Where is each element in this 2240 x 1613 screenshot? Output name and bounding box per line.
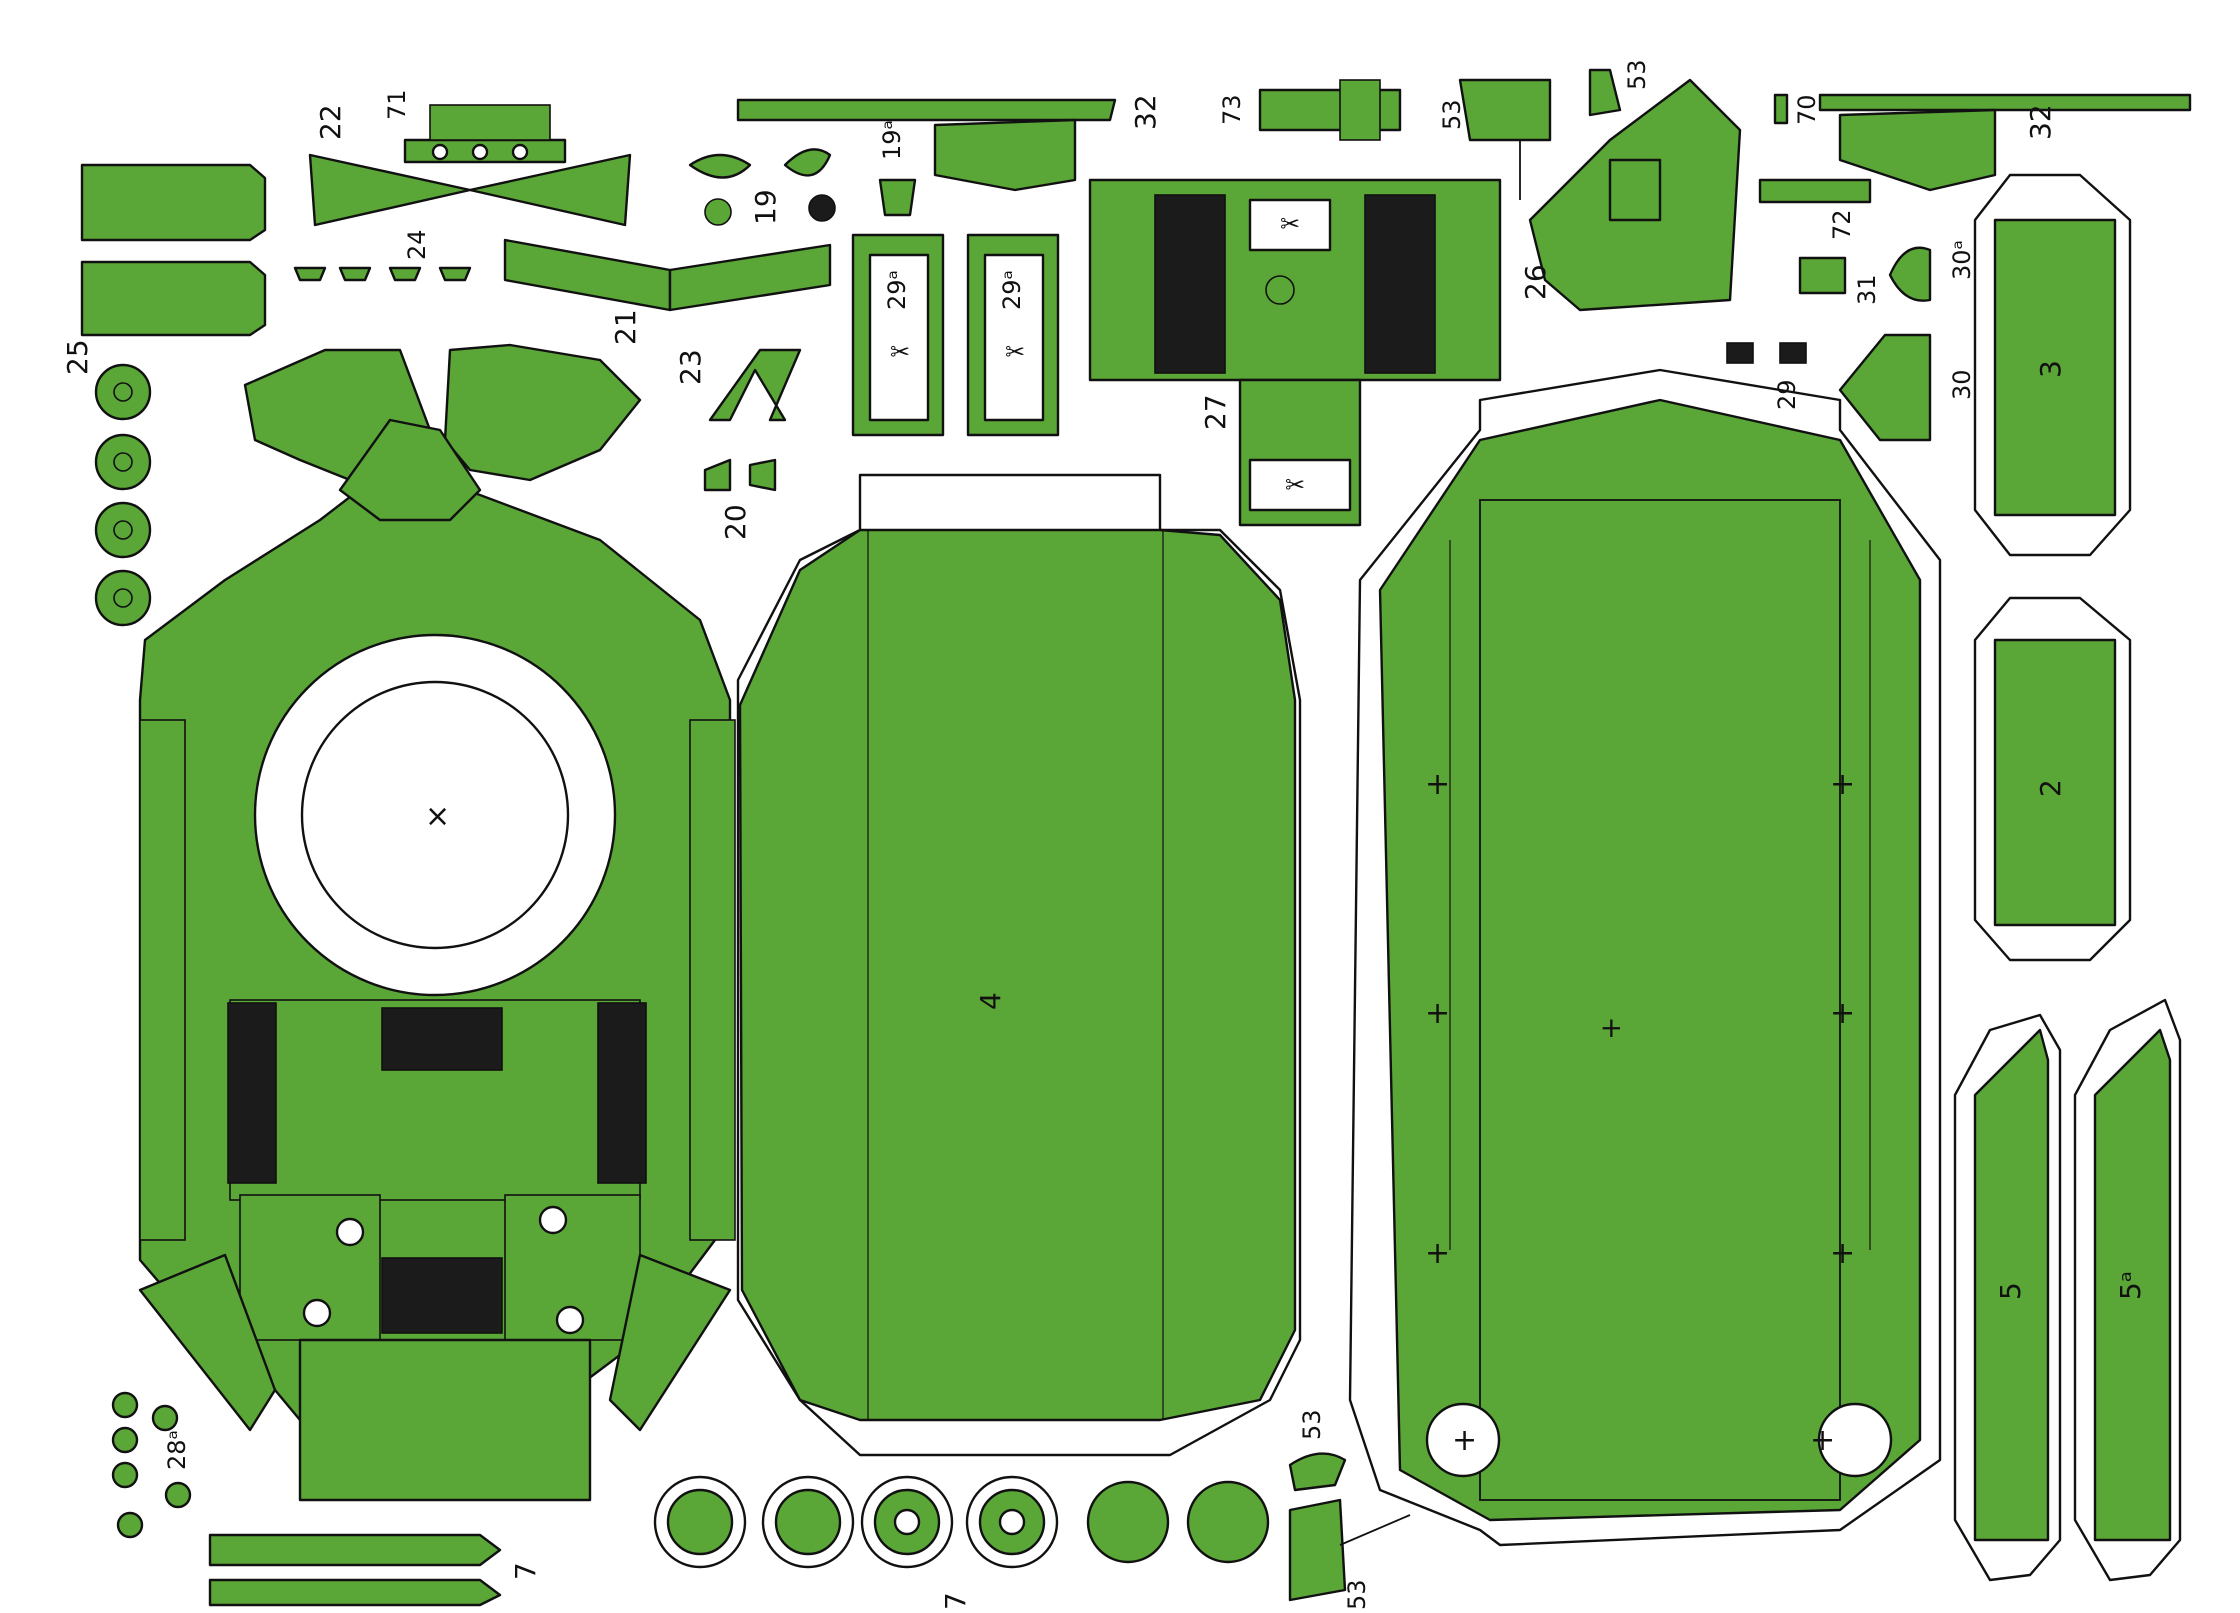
part-26 <box>1528 78 1742 312</box>
part-4-number: 4 <box>974 992 1007 1010</box>
part-19-number: 19 <box>749 189 782 225</box>
part-31 <box>1798 256 1847 295</box>
part-21-number: 21 <box>609 309 642 345</box>
turret-ring-inner <box>300 680 570 950</box>
part-30-number: 30 <box>1948 369 1976 400</box>
part-2-number: 2 <box>2034 779 2067 797</box>
part-5: 5 <box>1953 1013 2062 1582</box>
part-22-number: 22 <box>314 104 347 140</box>
part-29-squares <box>1726 342 1807 364</box>
part-1-plus-5: + <box>1830 996 1855 1031</box>
part-53-b-number: 53 <box>1623 59 1651 90</box>
part-29a-left-number: 29ᵃ <box>883 270 911 310</box>
part-1-plus-7: + <box>1452 1423 1477 1458</box>
part-73-number: 73 <box>1218 94 1246 125</box>
part-71 <box>403 104 567 164</box>
part-20-number: 20 <box>719 504 752 540</box>
part-25-number: 25 <box>61 339 94 375</box>
part-5a-number: 5ᵃ <box>2114 1271 2147 1300</box>
part-3-number: 3 <box>2034 360 2067 378</box>
part-27: ✂ ✂ <box>1088 178 1502 527</box>
part-25-discs <box>94 363 152 627</box>
part-27-right-grille <box>1364 194 1436 374</box>
part-53-a-number: 53 <box>1438 99 1466 130</box>
part-1-plus-2: + <box>1425 996 1450 1031</box>
part-32-left <box>736 98 1117 192</box>
part-53-c-number: 53 <box>1298 1409 1326 1440</box>
part-53-d-number: 53 <box>1343 1579 1371 1610</box>
part-1-plus-4: + <box>1830 767 1855 802</box>
part-53-top <box>1458 68 1622 200</box>
part-30a-number: 30ᵃ <box>1948 240 1976 280</box>
part-7-strips <box>208 1533 502 1607</box>
part-72 <box>1758 178 1872 204</box>
part-23-number: 23 <box>674 349 707 385</box>
part-30 <box>1838 333 1932 442</box>
part-1-number: + <box>1594 1017 1627 1040</box>
part-5-number: 5 <box>1994 1282 2027 1300</box>
part-20 <box>703 458 777 492</box>
part-1-plus-3: + <box>1425 1236 1450 1271</box>
part-27-scissors-2: ✂ <box>1285 471 1305 499</box>
part-29a-left: 29ᵃ ✂ <box>851 233 945 437</box>
right-engine-grille <box>597 1002 647 1184</box>
part-70-number: 70 <box>1793 94 1821 125</box>
part-1-plus-8: + <box>1810 1423 1835 1458</box>
part-19a <box>878 178 917 217</box>
upper-center-grille <box>381 1007 503 1071</box>
part-27-scissors-1: ✂ <box>1280 210 1300 238</box>
part-29a-left-scissors: ✂ <box>890 338 910 366</box>
left-engine-grille <box>227 1002 277 1184</box>
part-22 <box>308 153 632 227</box>
part-1: + + + + + + + + + <box>1348 368 1942 1547</box>
part-73 <box>1258 79 1402 141</box>
part-21 <box>503 238 832 312</box>
part-32-right-number: 32 <box>2024 104 2057 140</box>
part-1-plus-6: + <box>1830 1236 1855 1271</box>
part-30a <box>1888 246 1932 302</box>
part-top-blocks <box>80 163 267 337</box>
part-19 <box>688 148 836 226</box>
part-7-wheels <box>653 1475 1270 1569</box>
part-5a: 5ᵃ <box>2073 998 2182 1582</box>
part-53-bottom <box>1288 1452 1411 1602</box>
part-29a-right-scissors: ✂ <box>1005 338 1025 366</box>
part-2: 2 <box>1973 596 2132 962</box>
turret-center-mark: × <box>425 799 450 834</box>
part-24 <box>293 266 472 282</box>
part-29-number: 29 <box>1773 379 1801 410</box>
part-3: 3 <box>1973 173 2132 557</box>
part-28a-number: 28ᵃ <box>163 1430 191 1470</box>
part-32-right <box>1818 93 2192 192</box>
part-24-number: 24 <box>403 229 431 260</box>
part-4: 4 <box>736 473 1302 1457</box>
part-71-number: 71 <box>383 89 411 120</box>
part-23 <box>708 348 802 422</box>
part-32-left-number: 32 <box>1129 94 1162 130</box>
part-28a-discs <box>111 1391 192 1539</box>
part-31-number: 31 <box>1853 274 1881 305</box>
part-26-number: 26 <box>1519 264 1552 300</box>
part-70 <box>1773 93 1789 125</box>
part-19a-number: 19ᵃ <box>878 120 906 160</box>
part-7-number-b: 7 <box>939 1592 972 1610</box>
lower-center-grille <box>381 1257 503 1334</box>
part-29a-right: 29ᵃ ✂ <box>966 233 1060 437</box>
part-29a-right-number: 29ᵃ <box>998 270 1026 310</box>
part-7-number-a: 7 <box>509 1562 542 1580</box>
part-72-number: 72 <box>1828 209 1856 240</box>
part-27-left-grille <box>1154 194 1226 374</box>
hull-top-part: × <box>138 343 736 1502</box>
part-1-plus-1: + <box>1425 767 1450 802</box>
part-27-number: 27 <box>1199 394 1232 430</box>
